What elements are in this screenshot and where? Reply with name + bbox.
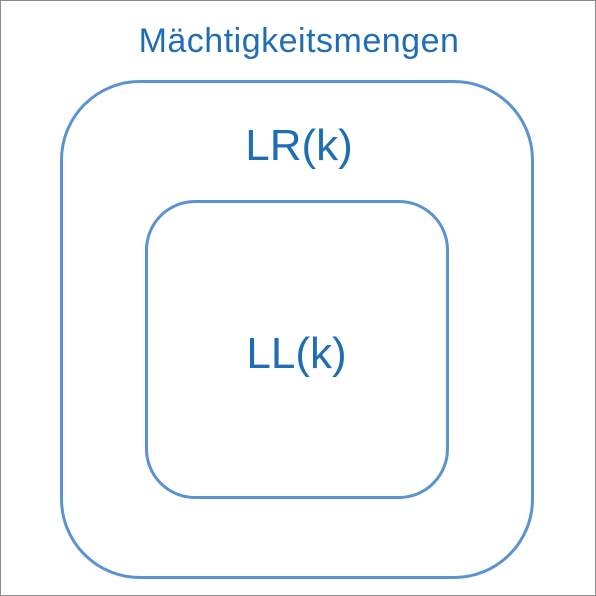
outer-set-lr-k bbox=[60, 80, 534, 579]
inner-set-label: LL(k) bbox=[246, 329, 347, 378]
diagram-title: Mächtigkeitsmengen bbox=[138, 22, 460, 60]
outer-set-label: LR(k) bbox=[245, 121, 353, 170]
inner-set-ll-k bbox=[145, 200, 449, 499]
